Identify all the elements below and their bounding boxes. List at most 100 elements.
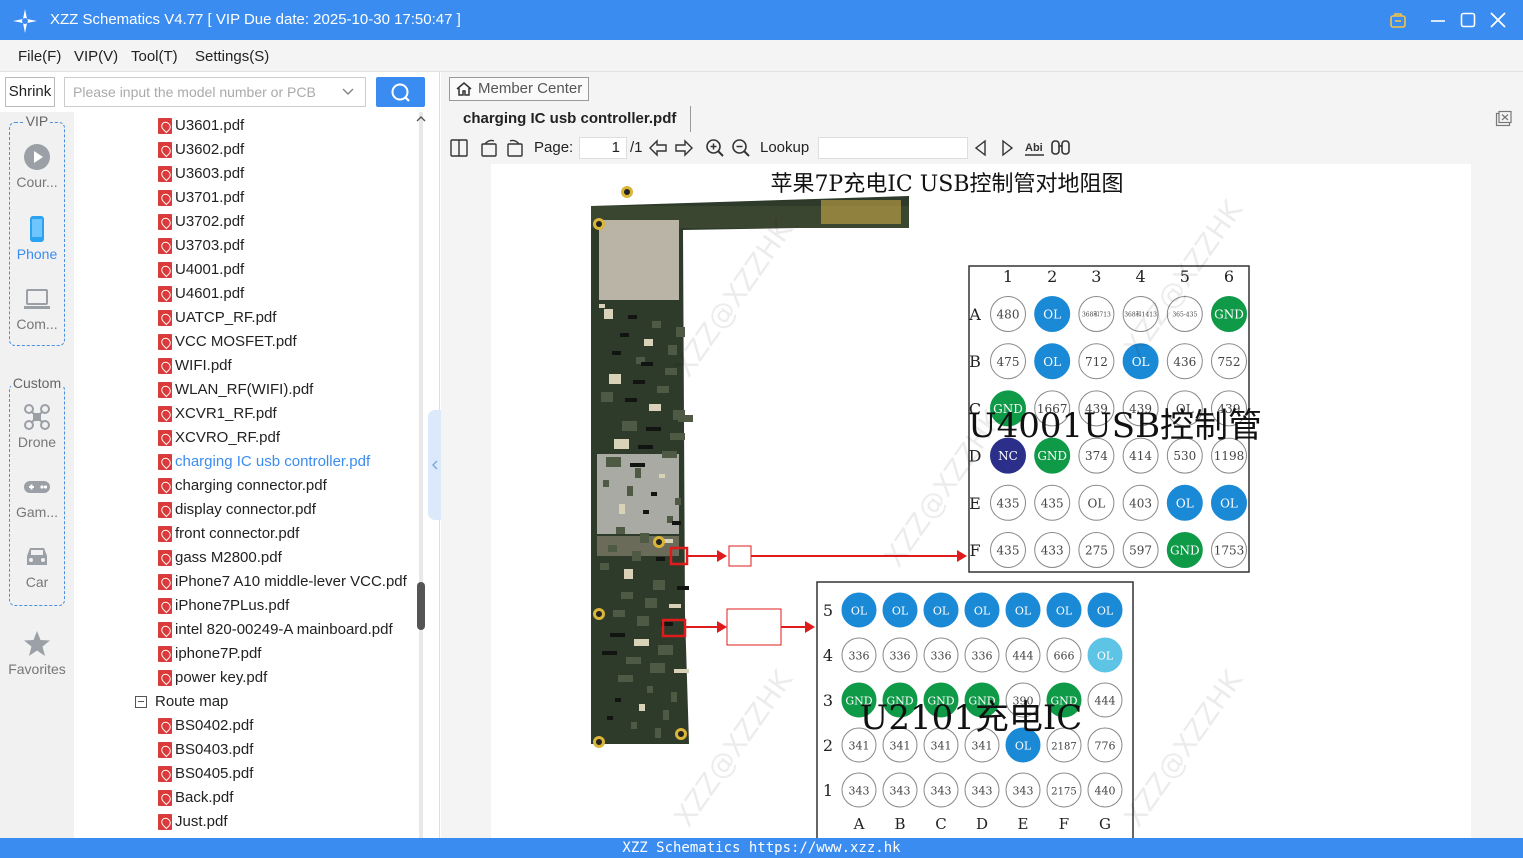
drone-icon — [24, 404, 50, 430]
nav-drone[interactable]: Drone — [10, 403, 64, 450]
tree-scrollbar[interactable] — [414, 112, 428, 838]
tab-document[interactable]: charging IC usb controller.pdf — [449, 106, 692, 132]
pdf-icon — [158, 526, 172, 542]
file-item-label: WIFI.pdf — [175, 357, 232, 374]
sidebar-toggle-icon[interactable] — [449, 138, 469, 158]
menu-bar: File(F) VIP(V) Tool(T) Settings(S) — [0, 40, 1523, 72]
member-center-button[interactable]: Member Center — [449, 77, 589, 101]
u4001-pad — [1211, 437, 1247, 474]
collapse-box-icon[interactable] — [135, 696, 147, 708]
file-item-label: U3603.pdf — [175, 165, 245, 182]
pcb-part — [646, 427, 661, 431]
maximize-button[interactable] — [1456, 8, 1480, 32]
menu-tool[interactable]: Tool(T) — [131, 48, 178, 65]
u2101-pad-value: OL — [1015, 740, 1032, 753]
nav-game[interactable]: Gam... — [10, 473, 64, 520]
vip-bag-icon[interactable] — [1386, 8, 1410, 32]
u2101-pad-value: 2175 — [1051, 787, 1076, 798]
collapse-panel-handle[interactable] — [428, 410, 442, 520]
pcb-screw-center — [624, 189, 630, 195]
pcb-part — [632, 551, 641, 561]
u4001-pad-value: OL — [1176, 402, 1194, 416]
menu-file[interactable]: File(F) — [18, 48, 62, 65]
u4001-pad-value: 374 — [1085, 449, 1108, 463]
zoom-in-icon[interactable] — [705, 138, 725, 158]
u4001-pad — [1078, 343, 1115, 380]
pcb-shield-top — [599, 220, 679, 300]
pcb-connector — [821, 200, 901, 224]
nav-phone[interactable]: Phone — [10, 215, 64, 262]
pdf-icon — [158, 262, 172, 278]
nav-computer[interactable]: Com... — [10, 285, 64, 332]
u2101-row-label: 5 — [823, 601, 833, 620]
u2101-pad — [923, 592, 959, 628]
u2101-pad-value: OL — [1056, 605, 1073, 618]
rotate-right-icon[interactable] — [505, 138, 525, 158]
page-number-input[interactable]: 1 — [579, 137, 627, 159]
minimize-button[interactable] — [1426, 8, 1450, 32]
u2101-pad — [964, 727, 1000, 763]
u2101-pad-value: 341 — [849, 740, 870, 753]
nav-courses[interactable]: Cour... — [10, 143, 64, 190]
u4001-pad — [1034, 532, 1071, 568]
lookup-input[interactable] — [818, 137, 968, 159]
rotate-left-icon[interactable] — [479, 138, 499, 158]
u2101-pad — [1005, 772, 1041, 808]
menu-settings[interactable]: Settings(S) — [195, 48, 270, 65]
pdf-icon — [158, 646, 172, 662]
u2101-pad-value: GND — [1050, 695, 1077, 708]
pcb-part — [626, 657, 641, 664]
menu-vip[interactable]: VIP(V) — [74, 48, 119, 65]
u4001-pad — [1034, 296, 1071, 332]
prev-page-icon[interactable] — [648, 138, 668, 158]
u2101-col-label: G — [1099, 815, 1111, 833]
u2101-pad — [1046, 727, 1082, 763]
find-next-icon[interactable] — [998, 138, 1016, 158]
scroll-up-icon[interactable] — [415, 114, 427, 124]
gamepad-icon — [24, 481, 50, 493]
find-all-icon[interactable] — [1050, 138, 1072, 158]
u2101-pad-value: 2187 — [1051, 742, 1076, 753]
nav-favorites[interactable]: Favorites — [0, 630, 74, 677]
arrow-head — [717, 550, 727, 562]
model-search-input[interactable]: Please input the model number or PCB — [64, 77, 366, 107]
u4001-pad-value: 530 — [1173, 449, 1196, 463]
close-tab-icon[interactable] — [1495, 110, 1513, 128]
u2101-pad-value: OL — [933, 605, 950, 618]
arrow-head — [805, 621, 815, 633]
u4001-row-label: D — [969, 447, 982, 466]
pcb-part — [655, 728, 661, 738]
u2101-pad-value: OL — [892, 605, 909, 618]
u2101-pad — [1005, 727, 1041, 763]
file-item-label: U3701.pdf — [175, 189, 245, 206]
zoom-out-icon[interactable] — [731, 138, 751, 158]
pcb-part — [676, 327, 685, 337]
u2101-pad-value: 440 — [1095, 785, 1116, 798]
label-box — [728, 545, 752, 567]
file-item-label: Just.pdf — [175, 813, 228, 830]
pdf-icon — [158, 286, 172, 302]
close-button[interactable] — [1486, 8, 1510, 32]
pcb-part — [640, 533, 649, 543]
search-button[interactable] — [376, 77, 425, 107]
match-case-icon[interactable]: Abi — [1024, 138, 1046, 158]
nav-game-label: Gam... — [15, 504, 58, 520]
shrink-button[interactable]: Shrink — [5, 77, 55, 107]
u4001-pad — [1078, 296, 1115, 332]
pcb-part — [624, 569, 633, 579]
find-prev-icon[interactable] — [972, 138, 990, 158]
nav-courses-label: Cour... — [16, 174, 58, 190]
pcb-part — [635, 468, 641, 478]
pdf-icon — [158, 310, 172, 326]
u4001-pad — [990, 437, 1026, 474]
chevron-down-icon[interactable] — [341, 85, 355, 99]
nav-car[interactable]: Car — [10, 543, 64, 590]
pcb-part — [641, 362, 653, 366]
next-page-icon[interactable] — [674, 138, 694, 158]
pcb-part — [668, 345, 677, 355]
u2101-pad — [882, 637, 918, 673]
scroll-thumb[interactable] — [417, 582, 425, 630]
vip-group-label: VIP — [23, 113, 51, 129]
u4001-label: U4001USB控制管 — [968, 406, 1262, 446]
